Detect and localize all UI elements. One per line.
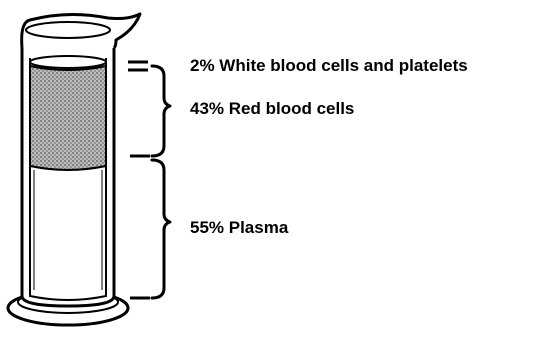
plasma-label: 55% Plasma bbox=[190, 219, 288, 236]
plasma-layer bbox=[30, 166, 106, 300]
plasma-bracket bbox=[152, 160, 170, 298]
rbc-layer bbox=[30, 66, 106, 170]
wbc-label: 2% White blood cells and platelets bbox=[190, 57, 468, 74]
rbc-bracket bbox=[152, 66, 170, 156]
rbc-label: 43% Red blood cells bbox=[190, 100, 354, 117]
wbc-marker bbox=[128, 62, 148, 70]
wbc-layer bbox=[30, 56, 106, 68]
